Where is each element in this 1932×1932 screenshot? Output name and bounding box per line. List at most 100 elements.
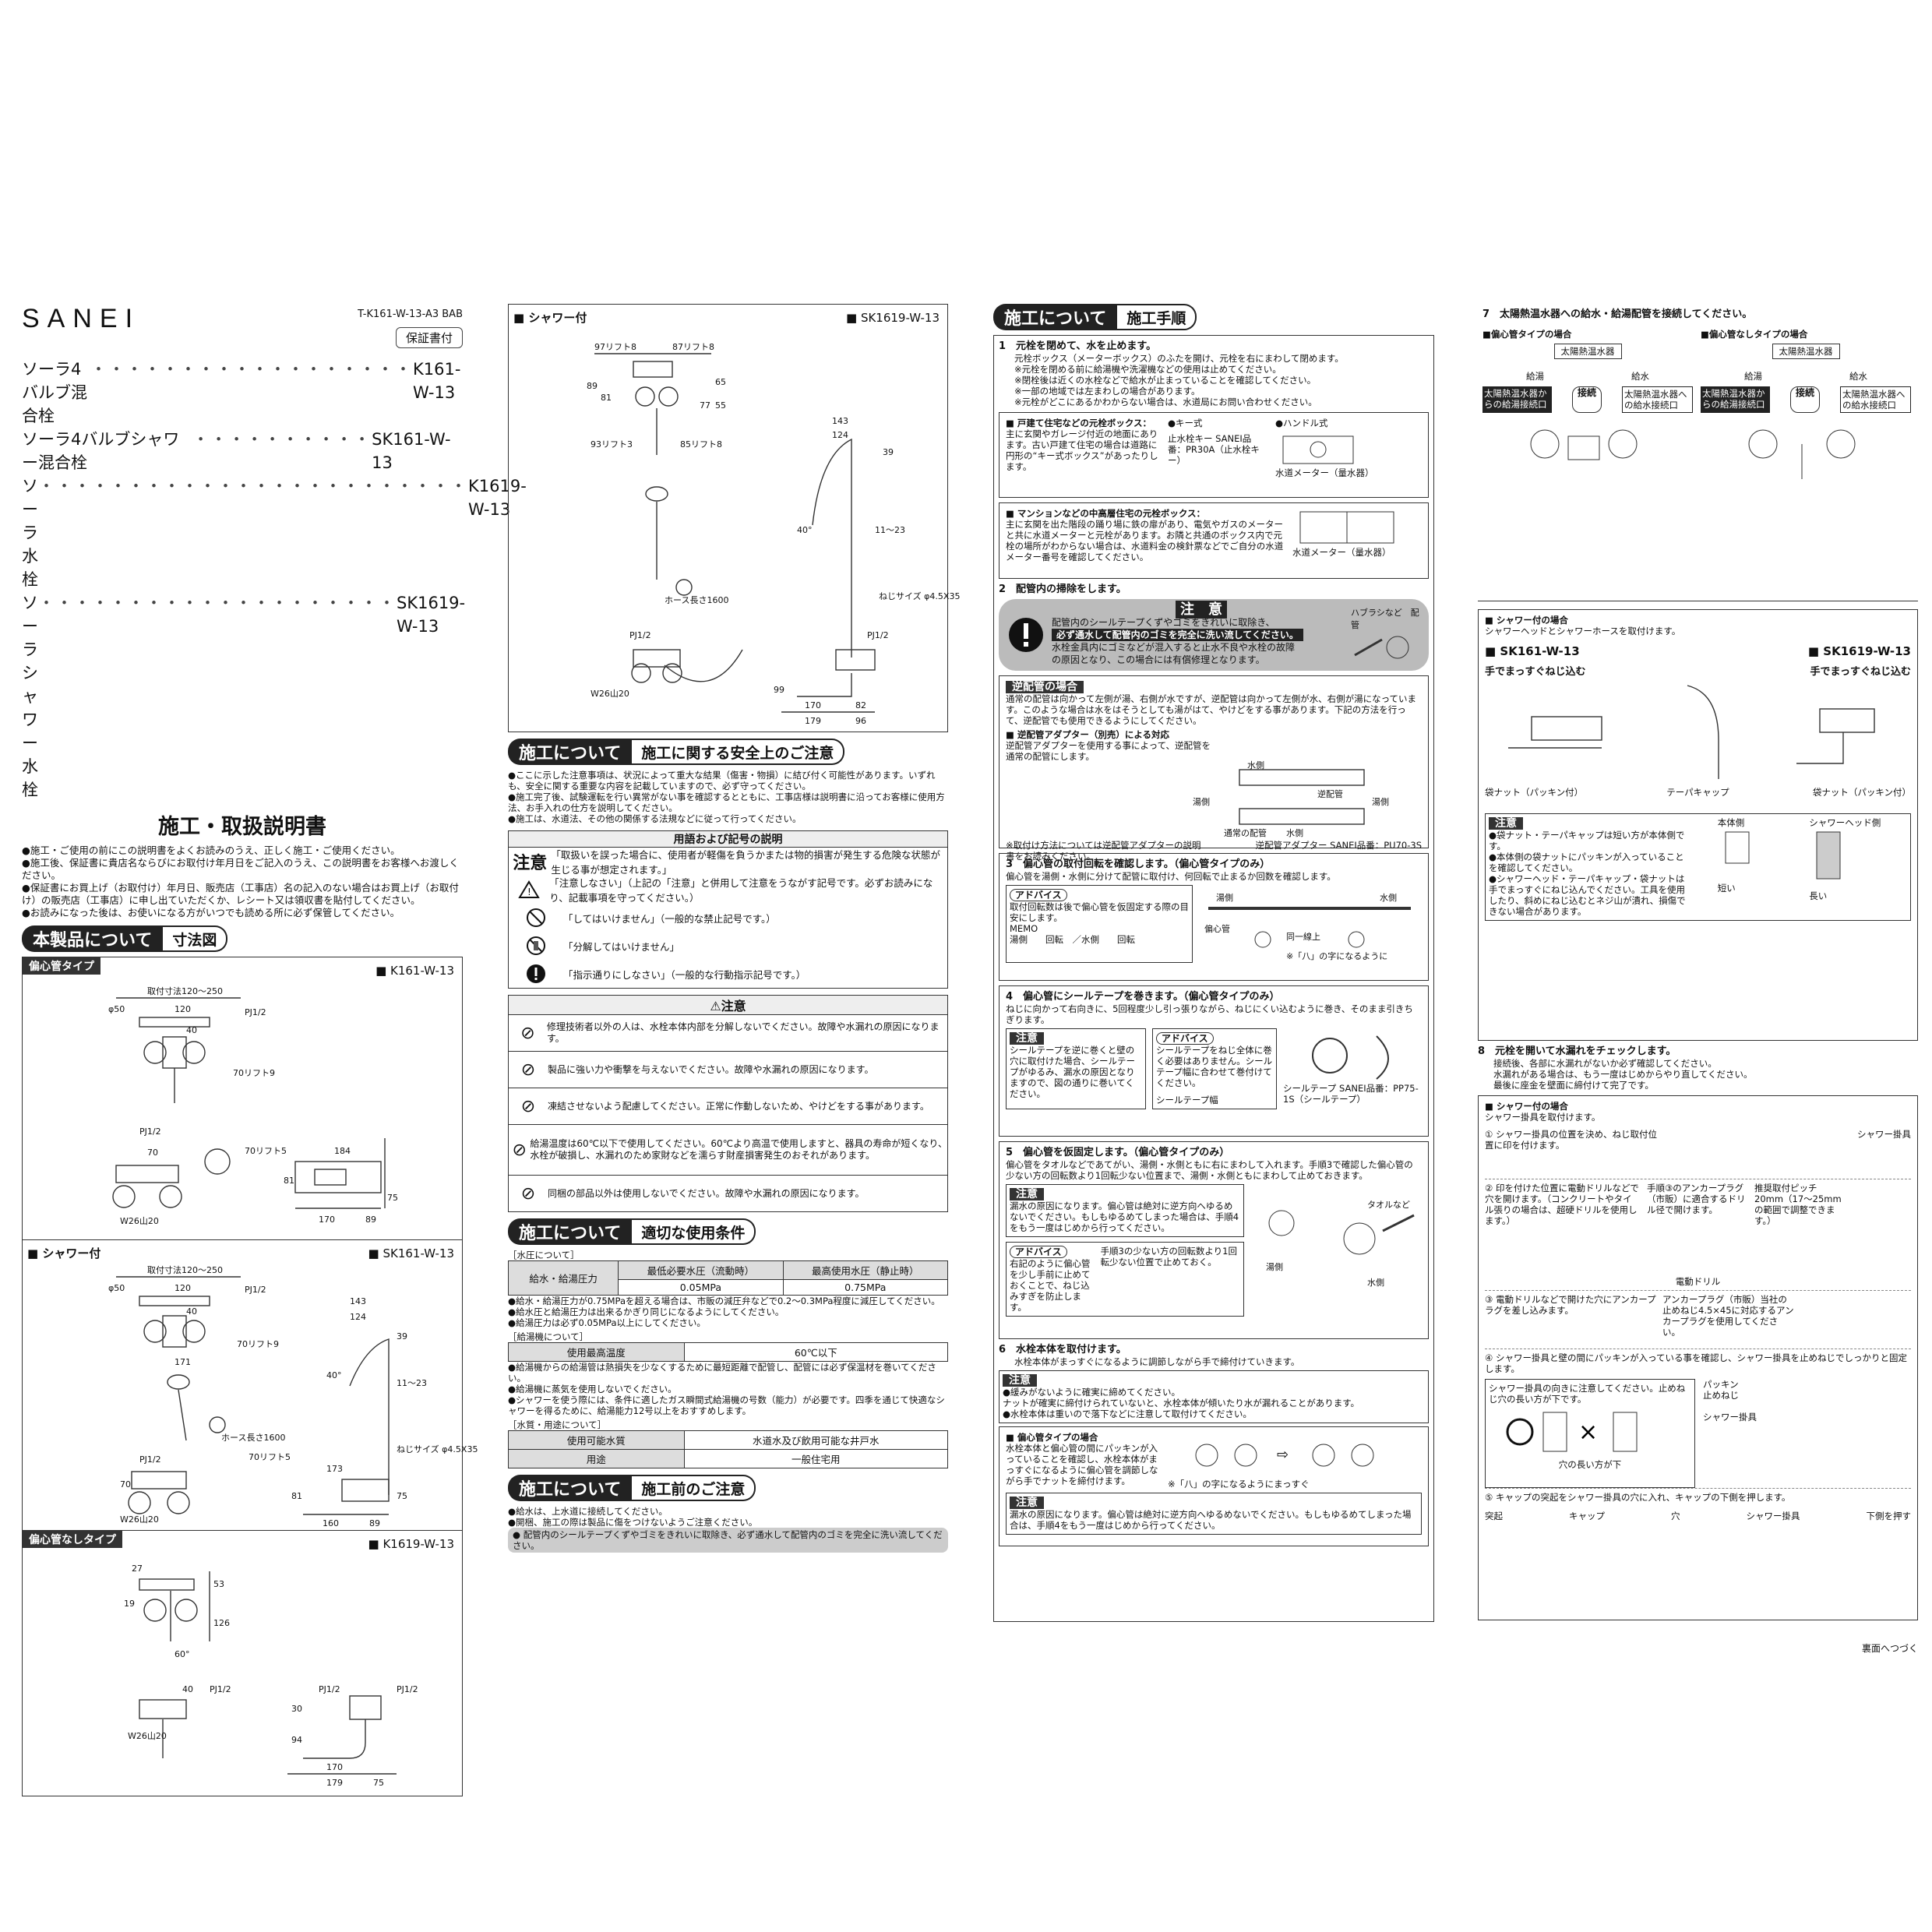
symbol-legend: 用語および記号の説明 注意「取扱いを誤った場合に、使用者が軽傷を負うかまたは物的… [508, 830, 948, 989]
dimension-drawing: 27 19 53 126 60° 40 PJ1/2 W26山20 PJ1/2 P… [124, 1564, 418, 1788]
svg-text:70リフト9: 70リフト9 [233, 1068, 275, 1078]
pressure-caption: ［水圧について］ [508, 1250, 580, 1260]
svg-text:W26山20: W26山20 [591, 689, 629, 699]
step-4: 4 偏心管にシールテープを巻きます。（偏心管タイプのみ） ねじに向かって右向きに… [999, 985, 1429, 1137]
svg-text:PJ1/2: PJ1/2 [245, 1285, 266, 1295]
step-2: 2 配管内の掃除をします。 注 意 配管内のシールテープくずやゴミをきれいに取除… [999, 583, 1429, 862]
svg-text:160: 160 [323, 1518, 339, 1528]
dimension-drawing: 取付寸法120～250 φ50 120 40 PJ1/2 70リフト9 PJ1/… [108, 985, 398, 1226]
step-3: 3 偏心管の取付回転を確認します。（偏心管タイプのみ） 偏心管を湯側・水側に分け… [999, 853, 1429, 981]
warranty-badge: 保証書付 [395, 327, 463, 348]
svg-text:179: 179 [805, 716, 821, 726]
shower-holder-install: ■ シャワー付の場合 シャワー掛具を取付けます。 ① シャワー掛具の位置を決め、… [1478, 1095, 1918, 1620]
step-1: 1 元栓を閉めて、水を止めます。 元栓ボックス（メーターボックス）のふたを開け、… [999, 340, 1429, 579]
svg-text:水側: 水側 [1380, 893, 1397, 903]
towel-fixing-diagram: タオルなど 湯側 水側 [1266, 1200, 1415, 1288]
safety-banner: 施工について施工に関する安全上のご注意 [508, 739, 948, 765]
svg-text:39: 39 [397, 1331, 407, 1341]
pressure-notes: ●給水・給湯圧力が0.75MPaを超える場合は、市販の減圧弁などで0.2～0.3… [508, 1296, 940, 1328]
intro-notes: ●施工・ご使用の前にこの説明書をよくお読みのうえ、正しく施工・ご使用ください。 … [22, 844, 459, 918]
dimension-section-sk161: ■ シャワー付 ■ SK161-W-13 取付寸法120～250 φ50 1 [22, 1240, 478, 1530]
heater-notes: ●給湯機からの給湯管は熱損失を少なくするために最短距離で配管し、配管には必ず保温… [508, 1362, 945, 1416]
usage-banner: 施工について適切な使用条件 [508, 1218, 948, 1245]
svg-text:取付寸法120～250: 取付寸法120～250 [147, 1264, 223, 1275]
svg-text:124: 124 [832, 430, 848, 440]
short-nut-icon [1725, 831, 1750, 864]
svg-text:27: 27 [132, 1564, 143, 1574]
procedure-steps: 1 元栓を閉めて、水を止めます。 元栓ボックス（メーターボックス）のふたを開け、… [993, 335, 1434, 1622]
svg-text:湯側: 湯側 [1266, 1262, 1283, 1272]
svg-text:30: 30 [291, 1704, 302, 1714]
svg-text:φ50: φ50 [108, 1004, 125, 1014]
svg-text:60°: 60° [175, 1649, 190, 1659]
holder-orientation-diagram: × [1506, 1412, 1638, 1452]
svg-text:ねじサイズ φ4.5X35: ねじサイズ φ4.5X35 [879, 591, 960, 601]
svg-text:126: 126 [213, 1618, 230, 1628]
svg-text:171: 171 [175, 1357, 191, 1367]
svg-text:タオルなど: タオルなど [1367, 1200, 1410, 1210]
svg-text:65: 65 [715, 377, 726, 387]
svg-text:77: 77 [700, 400, 710, 411]
prohibit-icon: ⊘ [512, 1140, 527, 1160]
svg-text:水側: 水側 [1367, 1278, 1384, 1288]
step-5: 5 偏心管を仮固定します。（偏心管タイプのみ） 偏心管をタオルなどであてがい、湯… [999, 1141, 1429, 1339]
svg-text:75: 75 [373, 1778, 384, 1788]
svg-text:85リフト8: 85リフト8 [680, 439, 722, 450]
svg-text:湯側: 湯側 [1372, 797, 1389, 807]
product-list: ソーラ4バルブ混合栓・・・・・・・・・・・・・・・・・・K161-W-13 ソー… [22, 358, 527, 802]
svg-text:170: 170 [319, 1215, 335, 1225]
svg-text:89: 89 [369, 1518, 380, 1528]
svg-text:82: 82 [855, 700, 866, 710]
water-meter-icon [1282, 435, 1354, 464]
product-item: ソーラシャワー水栓・・・・・・・・・・・・・・・・・・・・SK1619-W-13 [22, 594, 466, 799]
dimension-section-k1619: 偏心管なしタイプ ■ K1619-W-13 27 19 53 126 60° 4… [22, 1530, 463, 1796]
svg-text:11～23: 11～23 [397, 1378, 427, 1388]
product-banner: 本製品について寸法図 [22, 925, 463, 952]
mandatory-icon [527, 964, 545, 983]
no-disassemble-icon [527, 936, 545, 955]
faucet-connection-diagram [1530, 429, 1638, 460]
long-nut-icon [1816, 831, 1841, 880]
svg-text:PJ1/2: PJ1/2 [867, 630, 889, 640]
shower-head-install: ■ シャワー付の場合 シャワーヘッドとシャワーホースを取付けます。 ■ SK16… [1478, 609, 1918, 1041]
column-4: 7 太陽熱温水器への給水・給湯配管を接続してください。 ■偏心管タイプの場合 太… [1478, 304, 1918, 1654]
svg-text:PJ1/2: PJ1/2 [397, 1684, 418, 1694]
svg-text:取付寸法120～250: 取付寸法120～250 [147, 985, 223, 996]
svg-text:55: 55 [715, 400, 726, 411]
meter-box-icon [1299, 511, 1394, 544]
toothbrush-icon [1354, 636, 1409, 659]
heater-caption: ［給湯機について］ [508, 1331, 589, 1342]
eccentric-pipe-diagram: 湯側 水側 偏心管 同一線上 ※「八」の字になるように [1204, 893, 1411, 961]
prohibit-icon: ⊘ [520, 1059, 536, 1080]
svg-text:40°: 40° [797, 525, 813, 535]
svg-text:PJ1/2: PJ1/2 [210, 1684, 231, 1694]
svg-text:逆配管: 逆配管 [1317, 788, 1343, 799]
warning-triangle-icon: ⚠ [710, 999, 721, 1014]
shower-head-diagram [1508, 685, 1875, 779]
water-caption: ［水質・用途について］ [508, 1419, 607, 1430]
svg-text:81: 81 [291, 1491, 302, 1501]
step-8: 8 元栓を開いて水漏れをチェックします。 接続後、各部に水漏れがないか必ず確認し… [1478, 1045, 1753, 1091]
product-item: ソーラ水栓・・・・・・・・・・・・・・・・・・・・・・・・K1619-W-13 [22, 477, 527, 589]
svg-text:偏心管: 偏心管 [1204, 923, 1230, 934]
svg-text:70リフト5: 70リフト5 [245, 1146, 287, 1156]
dimension-drawing: 取付寸法120～250 φ50 120 PJ1/2 40 70リフト9 171 … [108, 1264, 478, 1528]
document-code: T-K161-W-13-A3 BAB [358, 308, 463, 320]
svg-text:40°: 40° [326, 1370, 342, 1380]
seal-tape-diagram [1312, 1035, 1389, 1080]
safety-notes: ●ここに示した注意事項は、状況によって重大な結果（傷害・物損）に結び付く可能性が… [508, 770, 945, 824]
svg-text:39: 39 [883, 447, 894, 457]
svg-text:81: 81 [284, 1176, 294, 1186]
svg-text:124: 124 [350, 1312, 366, 1322]
svg-text:W26山20: W26山20 [120, 1514, 159, 1525]
svg-text:89: 89 [365, 1215, 376, 1225]
svg-text:×: × [1578, 1419, 1598, 1446]
svg-text:40: 40 [182, 1684, 193, 1694]
svg-text:同一線上: 同一線上 [1286, 931, 1320, 942]
svg-text:75: 75 [387, 1193, 398, 1203]
no-disassemble-icon: ⊘ [520, 1023, 535, 1043]
svg-text:PJ1/2: PJ1/2 [319, 1684, 340, 1694]
procedure-banner: 施工について施工手順 [993, 304, 1434, 330]
svg-text:89: 89 [587, 381, 598, 391]
